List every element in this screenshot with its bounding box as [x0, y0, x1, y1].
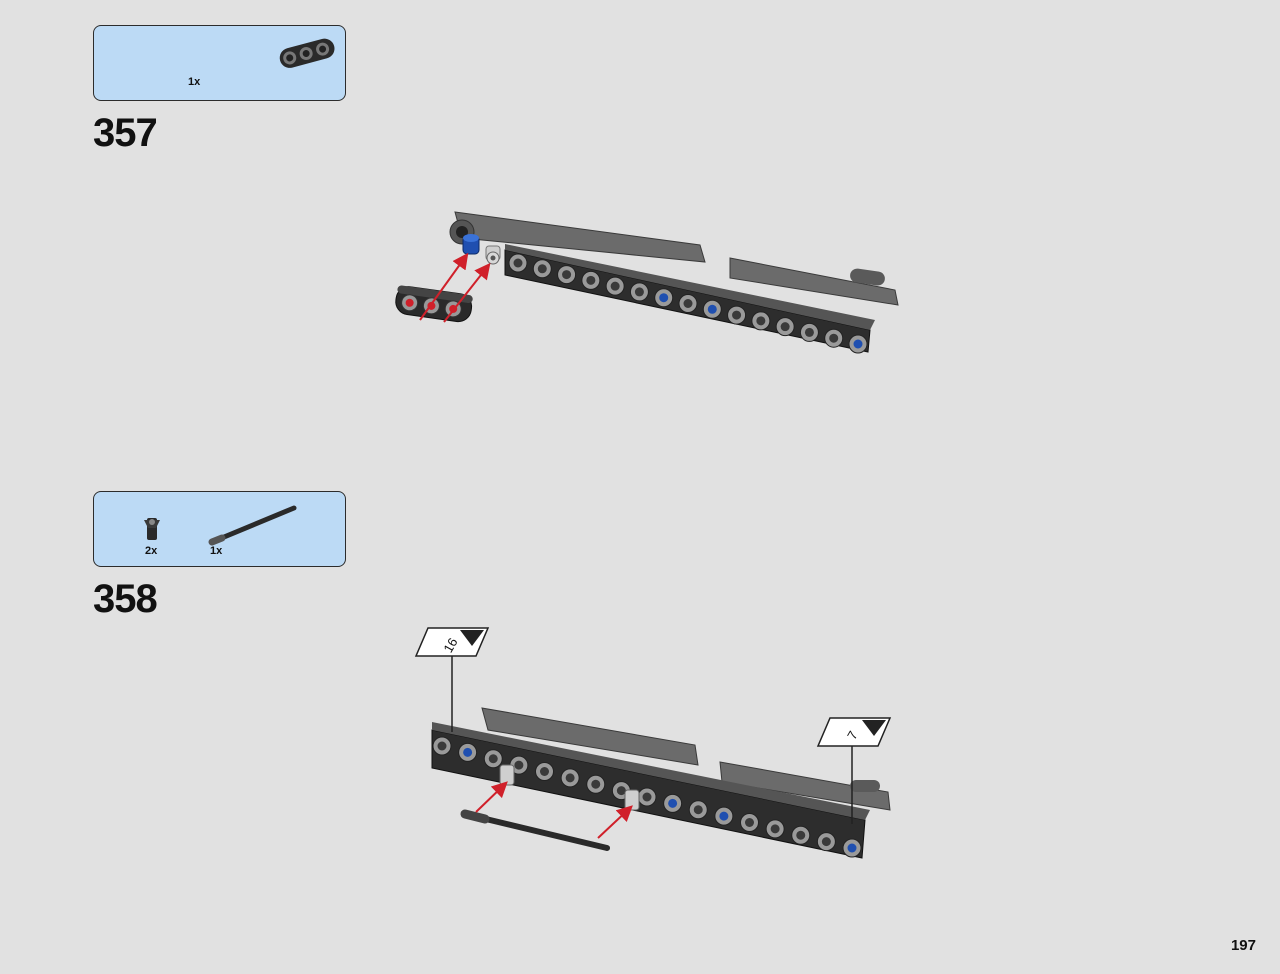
beam-hole-center: [488, 754, 498, 764]
length-callout-7: 7: [816, 717, 892, 824]
beam-hole-center: [693, 805, 703, 815]
long-beam-358: [431, 722, 870, 859]
light-pin-358-a: [499, 764, 515, 786]
beam-3-part-icon: [279, 38, 335, 68]
beam-hole-center: [668, 798, 678, 808]
beam-hole-center: [463, 747, 473, 757]
beam-hole-center: [821, 837, 831, 847]
parts-list-358: 2x 1x: [93, 491, 346, 567]
length-callout-16: 16: [414, 627, 490, 732]
beam-hole-center: [804, 327, 814, 337]
beam-hole-center: [756, 316, 766, 326]
parts-list-357: 1x: [93, 25, 346, 101]
arrow-357-b: [443, 262, 491, 323]
beam-hole-center: [707, 304, 717, 314]
beam-hole-center: [514, 760, 524, 770]
page-number: 197: [1230, 937, 1256, 954]
beam-hole-center: [732, 310, 742, 320]
beam-hole-center: [853, 339, 863, 349]
beam-hole-center: [540, 767, 549, 776]
callout-label-16: 16: [440, 635, 460, 655]
part-qty-pin: 2x: [145, 545, 158, 557]
beam-hole-center: [829, 333, 839, 343]
beam-hole-center: [780, 322, 790, 332]
step-number-358: 358: [93, 577, 158, 621]
beam-hole-center: [642, 792, 652, 802]
pin-part-icon: [144, 518, 160, 540]
beam-hole-center: [796, 830, 806, 840]
beam-hole-center: [591, 779, 601, 789]
arrow-357-a: [419, 252, 469, 321]
light-bush-357: [485, 245, 501, 265]
axle-part-icon: [208, 505, 297, 546]
beam-hole-center: [847, 843, 857, 853]
long-beam-357: [504, 244, 875, 354]
beam-hole-center: [437, 741, 447, 751]
beam-hole-center: [610, 281, 620, 291]
beam-hole-center: [586, 275, 596, 285]
blue-pin-357: [462, 234, 480, 255]
beam-hole-center: [683, 299, 693, 308]
beam-hole-center: [745, 818, 754, 827]
step-number-357: 357: [93, 111, 158, 155]
arrow-358-a: [475, 781, 508, 813]
beam-hole-center: [616, 786, 626, 796]
part-qty-beam: 1x: [188, 76, 201, 88]
light-pin-358-b: [624, 789, 640, 811]
part-qty-axle: 1x: [210, 545, 223, 557]
beam-hole-center: [719, 811, 729, 821]
beam-hole-center: [537, 264, 547, 274]
arrow-358-b: [597, 805, 633, 839]
parts-icons-358: [144, 505, 297, 546]
beam-hole-center: [770, 824, 780, 834]
axle-358: [460, 809, 610, 851]
beam-hole-center: [513, 258, 523, 268]
beam-hole-center: [634, 287, 644, 297]
beam-hole-center: [562, 270, 572, 280]
beam-hole-center: [659, 293, 669, 303]
beam-hole-center: [565, 773, 575, 783]
